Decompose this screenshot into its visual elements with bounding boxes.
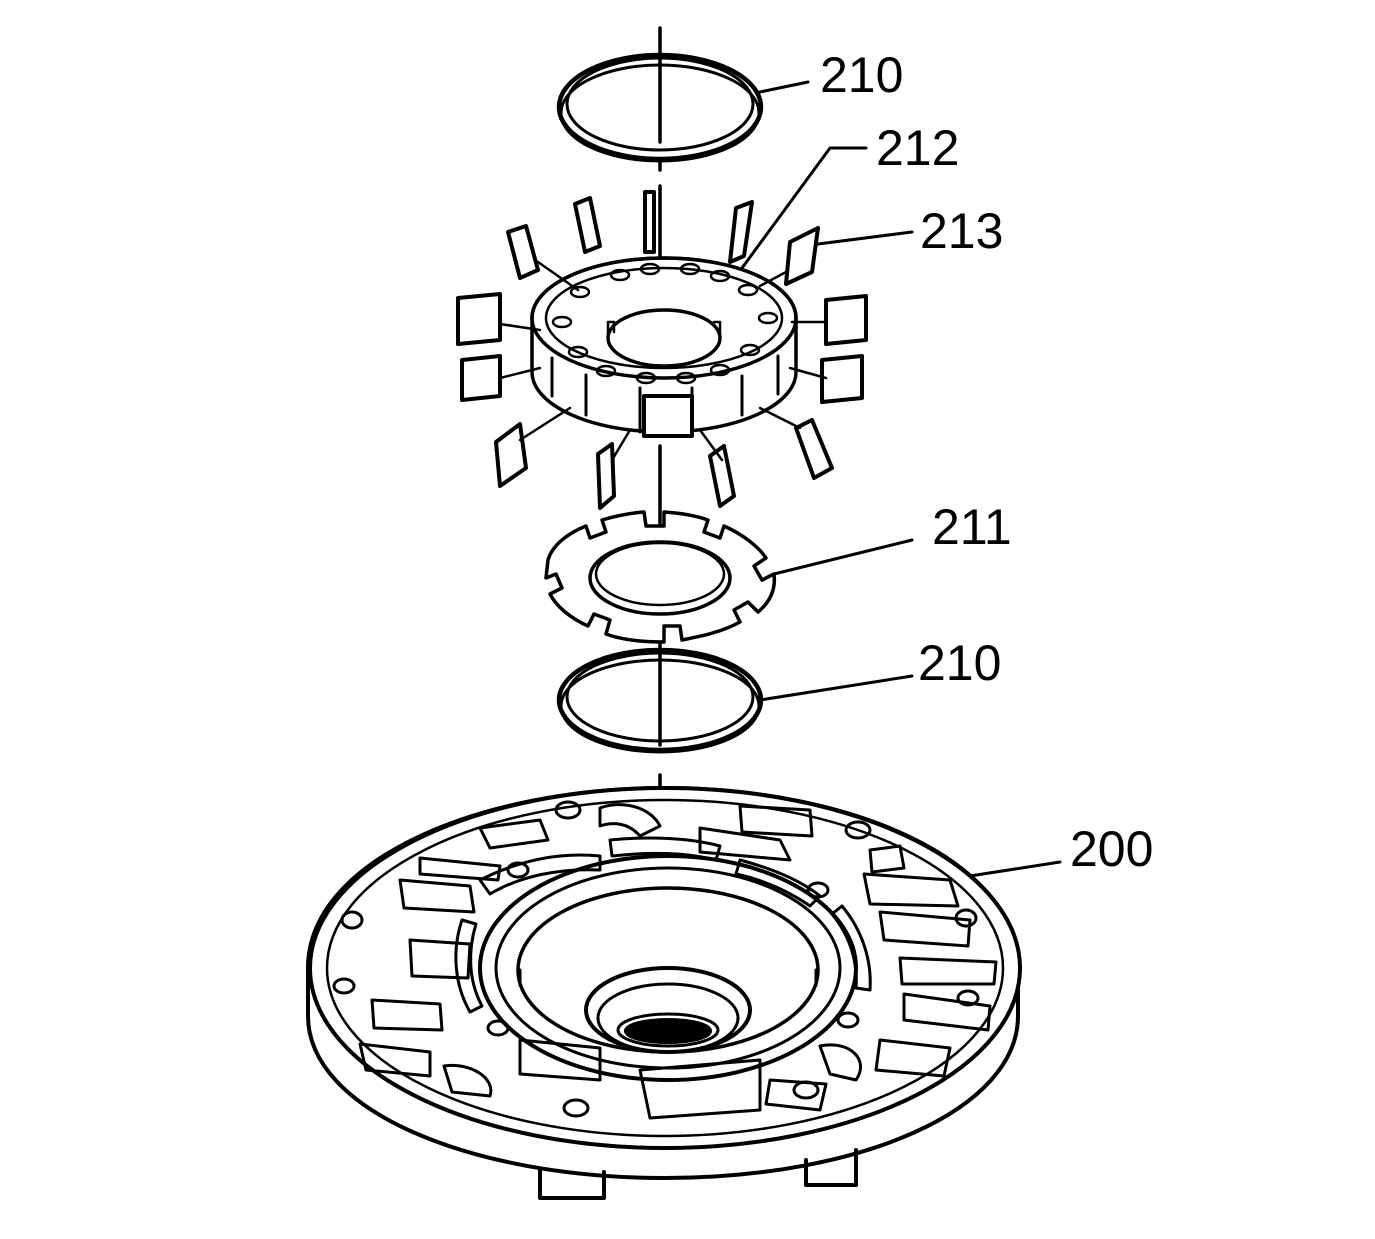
callout-labels: 210 212 213 211 210 200 — [820, 47, 1153, 877]
rotor-vane-slots — [551, 262, 779, 385]
label-213: 213 — [920, 203, 1003, 259]
vanes-213 — [456, 190, 868, 510]
label-210-top: 210 — [820, 47, 903, 103]
retainer-211 — [544, 510, 777, 644]
ring-210-top — [556, 52, 764, 163]
pump-cover-200 — [306, 786, 1022, 1200]
leader-lines — [740, 80, 1062, 878]
label-212: 212 — [876, 120, 959, 176]
vane-rotor-212 — [530, 256, 798, 438]
label-210-bottom: 210 — [918, 635, 1001, 691]
fluid-channels — [358, 803, 998, 1120]
label-200: 200 — [1070, 821, 1153, 877]
label-211: 211 — [932, 499, 1012, 555]
rotor-side-slots — [550, 354, 780, 438]
